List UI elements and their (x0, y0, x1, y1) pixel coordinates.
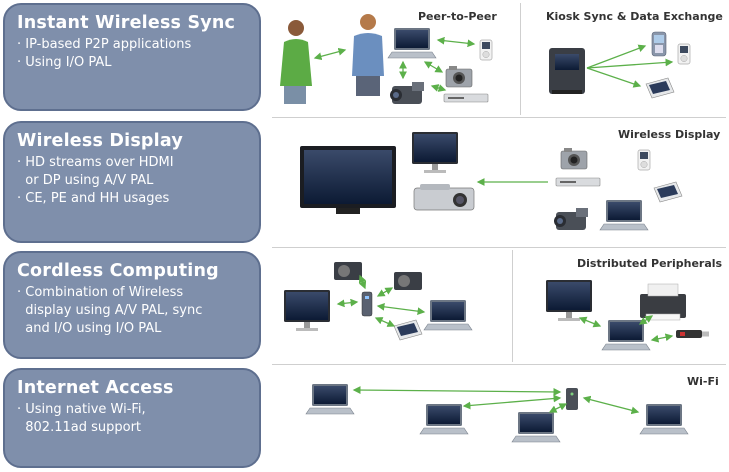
card-bullet: HD streams over HDMI (17, 154, 247, 172)
card-title: Wireless Display (17, 131, 183, 151)
card-title: Cordless Computing (17, 261, 219, 281)
card-bullet-continuation: display using A/V PAL, sync (25, 303, 203, 318)
panel-divider (512, 250, 513, 362)
person-right-figure (352, 14, 384, 96)
row-divider (272, 247, 726, 248)
flat-tv (300, 146, 396, 214)
person-left-figure (280, 20, 312, 104)
panel-divider (520, 3, 521, 115)
card-bullet-continuation: 802.11ad support (25, 420, 142, 435)
card-wireless-display: Wireless Display HD streams over HDMI or… (3, 121, 261, 243)
label-wifi: Wi-Fi (687, 375, 719, 388)
row-divider (272, 117, 726, 118)
card-bullet: Using I/O PAL (17, 54, 247, 72)
kiosk-terminal (549, 48, 585, 94)
card-bullet: Combination of Wireless (17, 284, 247, 302)
card-instant-wireless-sync: Instant Wireless Sync IP-based P2P appli… (3, 3, 261, 111)
label-kiosk-sync: Kiosk Sync & Data Exchange (546, 10, 723, 23)
card-title: Internet Access (17, 378, 174, 398)
card-bullet: Using native Wi-Fi, (17, 401, 247, 419)
card-bullet: IP-based P2P applications (17, 36, 247, 54)
row-divider (272, 364, 726, 365)
card-cordless-computing: Cordless Computing Combination of Wirele… (3, 251, 261, 359)
card-bullet: CE, PE and HH usages (17, 190, 247, 208)
label-peer-to-peer: Peer-to-Peer (418, 10, 497, 23)
label-wireless-display: Wireless Display (618, 128, 721, 141)
card-title: Instant Wireless Sync (17, 13, 236, 33)
card-internet-access: Internet Access Using native Wi-Fi, 802.… (3, 368, 261, 468)
label-distributed-peripherals: Distributed Peripherals (577, 257, 723, 270)
card-bullet-continuation: or DP using A/V PAL (25, 173, 154, 188)
card-bullet-continuation: and I/O using I/O PAL (25, 321, 162, 336)
